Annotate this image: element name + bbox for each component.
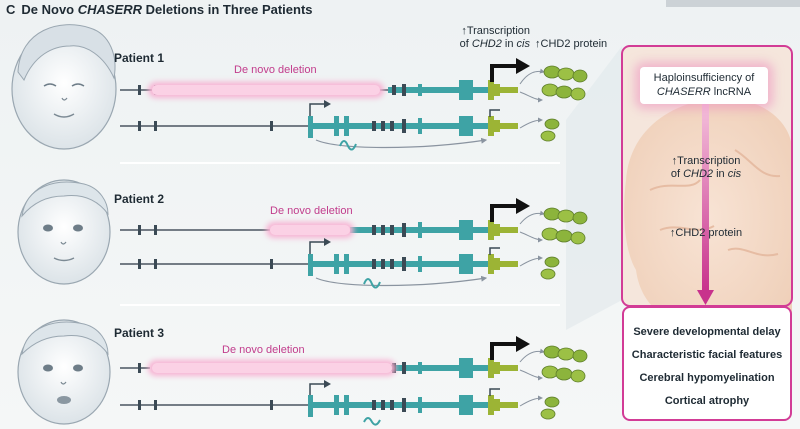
transcription-header-line1: Transcription — [466, 25, 530, 37]
tss-arrow-head-patient-3 — [516, 336, 530, 352]
pathway-transcription-of: of — [670, 168, 684, 180]
figure-title: C De Novo CHASERR Deletions in Three Pati… — [6, 2, 313, 17]
tss-arrow-head-patient-1 — [516, 58, 530, 74]
face-patient-1 — [11, 24, 117, 150]
gene-track-patient-2-normal — [120, 238, 518, 289]
outcome-item: Cerebral hypomyelination — [639, 372, 775, 384]
protein-cluster-patient-2 — [519, 207, 588, 280]
outcome-item: Cortical atrophy — [664, 395, 750, 407]
tss-arrow-patient-1 — [490, 64, 518, 82]
haplo-line1: Haploinsufficiency of — [653, 72, 755, 84]
tss-arrow-patient-3 — [490, 342, 518, 360]
brain-fold — [649, 149, 781, 257]
deletion-bar-patient-2 — [266, 222, 354, 238]
pathway-arrow-shaft — [702, 104, 709, 292]
pathway-protein-text: CHD2 protein — [675, 227, 743, 239]
deletion-label-patient-1: De novo deletion — [234, 64, 317, 76]
protein-cluster-patient-3 — [519, 345, 588, 420]
pathway-transcription-gene: CHD2 — [683, 168, 714, 180]
transcription-header: ↑Transcription of CHD2 in cis — [430, 25, 530, 51]
haploinsufficiency-box: Haploinsufficiency of CHASERR lncRNA — [640, 67, 768, 104]
transcription-header-in: in — [501, 38, 517, 50]
deletion-label-patient-2: De novo deletion — [270, 205, 353, 217]
projection-wedge — [566, 46, 622, 330]
patient-3-label: Patient 3 — [114, 326, 165, 340]
face-patient-2 — [17, 179, 111, 285]
protein-header-text: CHD2 protein — [540, 38, 608, 50]
gene-track-patient-3-normal — [120, 380, 518, 426]
protein-header: ↑CHD2 protein — [535, 38, 607, 51]
gene-track-patient-3-mutant — [120, 358, 518, 378]
panel-letter: C — [6, 2, 16, 17]
outcome-item: Characteristic facial features — [631, 349, 783, 361]
patient-1-label: Patient 1 — [114, 51, 165, 65]
title-suffix: Deletions in Three Patients — [142, 2, 313, 17]
deletion-label-patient-3: De novo deletion — [222, 344, 305, 356]
outcomes-box: Severe developmental delay Characteristi… — [622, 306, 792, 421]
transcription-header-cis: cis — [516, 38, 530, 50]
deletion-bar-patient-1 — [148, 82, 384, 98]
pathway-transcription: ↑Transcription of CHD2 in cis — [640, 155, 772, 181]
tss-arrow-head-patient-2 — [516, 198, 530, 214]
protein-up-arrow: ↑ — [535, 38, 541, 50]
title-gene: CHASERR — [77, 2, 143, 17]
tss-arrow-patient-2 — [490, 204, 518, 222]
haplo-gene: CHASERR — [656, 86, 711, 98]
transcription-up-arrow: ↑ — [461, 25, 467, 37]
gene-track-patient-1-normal — [120, 100, 518, 151]
transcription-header-of: of — [459, 38, 472, 50]
pathway-transcription-in: in — [713, 168, 728, 180]
haplo-suffix: lncRNA — [710, 86, 752, 98]
outcome-item: Severe developmental delay — [633, 326, 781, 338]
transcription-header-gene: CHD2 — [471, 38, 502, 50]
header-bar — [666, 0, 800, 7]
gene-track-patient-2-mutant — [120, 220, 518, 240]
pathway-transcription-line1: Transcription — [677, 155, 741, 167]
pathway-protein: ↑CHD2 protein — [640, 227, 772, 240]
pathway-protein-arrow: ↑ — [669, 227, 676, 239]
deletion-bar-patient-3 — [148, 360, 396, 376]
protein-cluster-patient-1 — [519, 65, 588, 142]
pathway-arrow-head — [697, 290, 714, 305]
face-patient-3 — [17, 319, 111, 425]
title-prefix: De Novo — [21, 2, 78, 17]
pathway-transcription-arrow: ↑ — [671, 155, 678, 167]
patient-2-label: Patient 2 — [114, 192, 165, 206]
pathway-transcription-cis: cis — [727, 168, 742, 180]
